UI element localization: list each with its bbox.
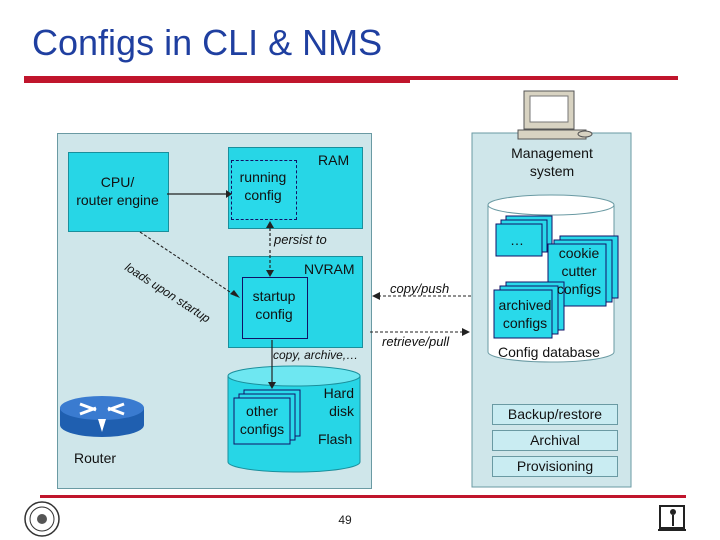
router-label: Router [74,450,117,466]
other-configs-label: other configs [239,403,285,437]
hard-disk-label: Hard disk [323,385,354,419]
title-divider-accent [24,80,410,83]
page-number: 49 [338,513,352,527]
running-config-label: running config [239,169,287,203]
startup-config-doc [242,277,308,339]
config-database-label: Config database [498,344,600,360]
provisioning-box: Provisioning [492,456,618,477]
ram-label: RAM [318,152,350,168]
copy-push-label: copy/push [390,281,450,296]
title-divider [24,76,678,80]
cpu-box [68,152,169,232]
archived-configs-label: archived configs [498,297,552,331]
flash-label: Flash [318,431,353,447]
cookie-cutter-label: cookie cutter configs [556,245,602,297]
persist-to-label: persist to [274,232,327,247]
archival-box: Archival [492,430,618,451]
ellipsis-label: … [510,232,524,248]
backup-restore-box: Backup/restore [492,404,618,425]
retrieve-pull-label: retrieve/pull [382,334,450,349]
copy-archive-label: copy, archive,… [273,348,359,362]
footer-divider [40,495,686,498]
page-title: Configs in CLI & NMS [32,22,383,63]
cpu-label: CPU/ router engine [76,174,159,208]
management-system-label: Management system [511,145,593,179]
nvram-label: NVRAM [304,261,355,277]
running-config-doc [231,160,297,220]
startup-config-label: startup config [252,288,296,322]
